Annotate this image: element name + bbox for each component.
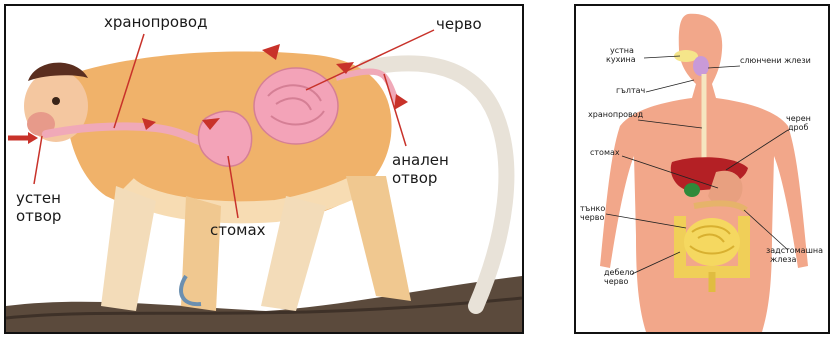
label-salivary-glands: слюнчени жлези [740, 56, 811, 65]
label-large-intestine-line1: дебело [604, 268, 634, 277]
label-oral-cavity-line1: устна [610, 46, 634, 55]
small-intestine-organ [684, 218, 740, 266]
front-leg-right [181, 196, 221, 311]
leader-mouth [34, 136, 42, 184]
gallbladder-organ [684, 183, 700, 197]
monkey-digestion-panel: хранопровод черво устен отвор анален отв… [4, 4, 524, 334]
human-digestion-panel: устна кухина слюнчени жлези гълтач храно… [574, 4, 830, 334]
label-liver-line1: черен [786, 114, 811, 123]
label-small-intestine-line2: черво [580, 213, 604, 222]
label-mouth-line1: устен [16, 190, 61, 207]
label-pharynx: гълтач [616, 86, 645, 95]
front-leg-left [101, 186, 156, 311]
flow-arrow-5 [394, 94, 408, 110]
label-pancreas-line2: жлеза [770, 255, 796, 264]
label-anus-line1: анален [392, 152, 449, 169]
salivary-gland-organ [693, 56, 709, 76]
label-esophagus: хранопровод [104, 14, 207, 31]
label-large-intestine-line2: черво [604, 277, 628, 286]
label-oral-cavity-line2: кухина [606, 55, 636, 64]
label-intestine: черво [436, 16, 482, 33]
label-pancreas-line1: задстомашна [766, 246, 823, 255]
monkey-eye [52, 97, 60, 105]
label-stomach-h: стомах [590, 148, 620, 157]
label-small-intestine-line1: тънко [580, 204, 605, 213]
label-mouth-line2: отвор [16, 208, 61, 225]
label-anus-line2: отвор [392, 170, 437, 187]
monkey-intestines [254, 68, 338, 144]
label-liver-line2: дроб [788, 123, 808, 132]
label-stomach: стомах [210, 222, 266, 239]
label-esophagus-h: хранопровод [588, 110, 643, 119]
monkey-illustration [6, 6, 522, 332]
leader-pharynx [646, 80, 694, 92]
hind-leg-right [346, 176, 411, 301]
